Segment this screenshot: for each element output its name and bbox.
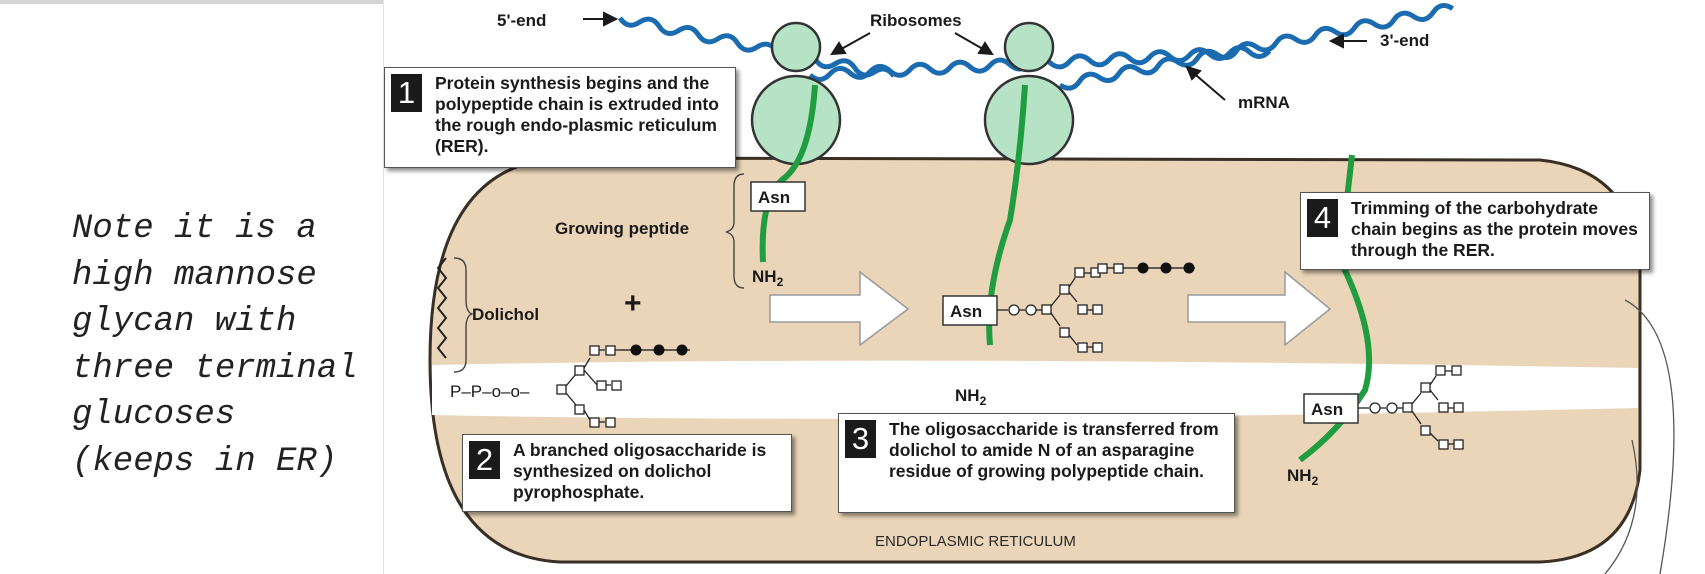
nh2-label: NH2 [955, 386, 987, 408]
ribosome-small-subunit [1003, 21, 1055, 73]
step-number: 3 [845, 420, 876, 458]
er-label: ENDOPLASMIC RETICULUM [875, 533, 1076, 550]
glucose-residues [621, 344, 690, 356]
top-divider [0, 0, 383, 4]
panel-separator [383, 0, 384, 574]
oligosaccharide-transferred [997, 267, 1103, 353]
annotation-note: Note it is a high mannose glycan with th… [72, 210, 358, 481]
ribosomes-label: Ribosomes [870, 11, 962, 30]
mrna-label: mRNA [1238, 93, 1290, 112]
glucose-residues [1097, 262, 1195, 274]
pointer-arrowhead [830, 41, 847, 56]
asn-label: Asn [758, 188, 790, 207]
ribosome-large-subunit [983, 74, 1075, 166]
mrna-strand [1058, 3, 1455, 91]
asn-label: Asn [1311, 400, 1343, 419]
asn-label: Asn [950, 302, 982, 321]
step-3-callout: 3 The oligosaccharide is transferred fro… [838, 413, 1235, 513]
step-1-callout: 1 Protein synthesis begins and the polyp… [384, 67, 736, 168]
pointer-arrowhead [1328, 33, 1344, 49]
nh2-label: NH2 [752, 267, 784, 289]
step-number: 4 [1307, 199, 1338, 237]
step-2-callout: 2 A branched oligosaccharide is synthesi… [462, 434, 792, 512]
dolichol-chain-squiggle [436, 257, 448, 359]
polypeptide-chain [759, 84, 818, 263]
nh2-label: NH2 [1287, 466, 1319, 488]
oligosaccharide-trimmed [1358, 365, 1464, 450]
pointer-arrowhead [1185, 65, 1202, 81]
dolichol-brace [453, 257, 475, 373]
step-4-callout: 4 Trimming of the carbohydrate chain beg… [1300, 192, 1650, 270]
mrna-strand [617, 16, 896, 78]
process-arrow [1187, 270, 1332, 347]
five-prime-label: 5'-end [497, 11, 546, 30]
plus-sign: + [624, 287, 642, 320]
growing-peptide-label: Growing peptide [555, 219, 689, 238]
step-text: Trimming of the carbohydrate chain begin… [1351, 198, 1638, 260]
pointer-arrowhead [977, 41, 994, 56]
step-text: The oligosaccharide is transferred from … [889, 419, 1219, 481]
pyrophosphate-linkage: P–P–o–o– [450, 382, 530, 401]
ribosome-small-subunit [770, 21, 822, 73]
asn-box [1303, 393, 1359, 424]
step-number: 2 [469, 441, 500, 479]
er-edge-curve [1624, 299, 1675, 574]
ribosome-large-subunit [750, 74, 842, 166]
step-text: A branched oligosaccharide is synthesize… [513, 440, 767, 502]
pointer-arrowhead [603, 11, 619, 27]
asn-box [750, 181, 806, 212]
dolichol-label: Dolichol [472, 305, 539, 324]
er-edge-curve [1604, 439, 1638, 574]
step-number: 1 [391, 74, 422, 112]
oligosaccharide-dolichol [556, 345, 622, 428]
process-arrow [769, 270, 910, 347]
three-prime-label: 3'-end [1380, 31, 1429, 50]
step-text: Protein synthesis begins and the polypep… [435, 73, 719, 156]
growing-peptide-brace [725, 173, 745, 289]
